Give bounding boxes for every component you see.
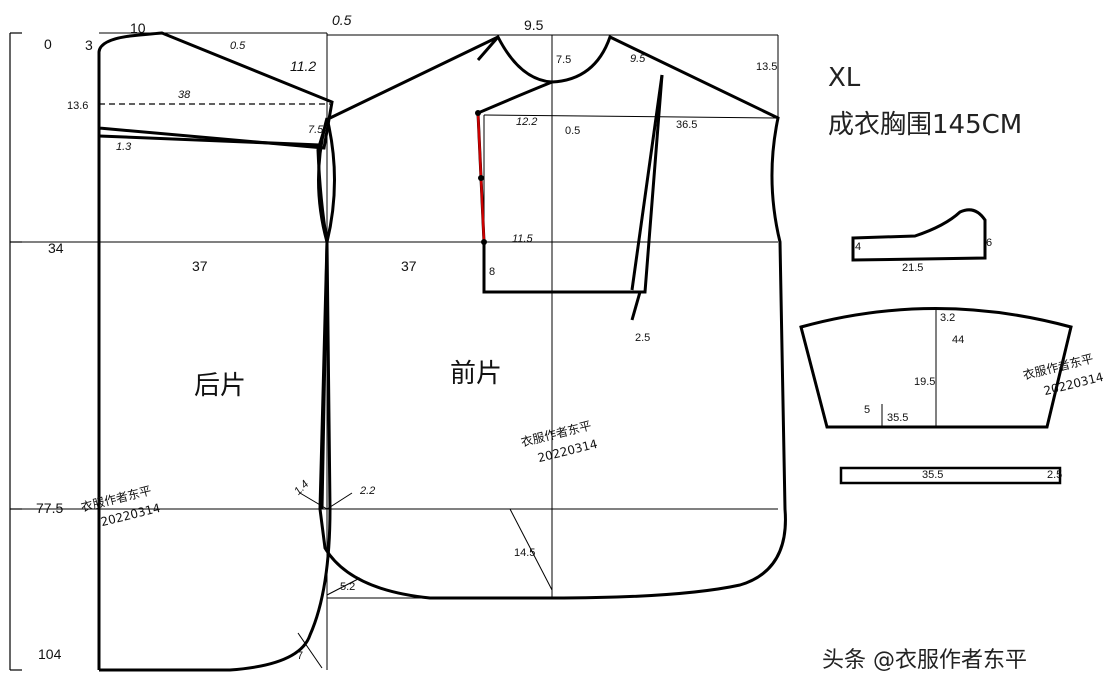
construction-lines xyxy=(22,32,779,670)
ruler-label-34: 34 xyxy=(48,240,64,256)
dim-hem-5-2: 5.2 xyxy=(340,581,356,593)
front-neckline xyxy=(477,80,553,115)
dim-top-10: 10 xyxy=(130,20,146,36)
dim-back-1-3: 1.3 xyxy=(116,141,132,153)
collar-h1: 4 xyxy=(855,241,862,253)
sleeve-piece xyxy=(799,307,1073,429)
front-piece-label: 前片 xyxy=(450,359,503,389)
front-neck-line xyxy=(476,36,500,61)
dim-back-13-6: 13.6 xyxy=(67,100,89,112)
sleeve-top: 3.2 xyxy=(940,312,956,324)
dim-width-front: 37 xyxy=(401,258,417,274)
dim-top-0-5: 0.5 xyxy=(332,12,352,28)
collar-length: 21.5 xyxy=(902,262,924,274)
collar-piece xyxy=(851,208,987,262)
sleeve-height: 19.5 xyxy=(914,376,936,388)
dim-front-8: 8 xyxy=(489,266,496,278)
construction-points xyxy=(475,110,487,245)
back-yoke-line xyxy=(98,134,321,147)
dim-front-12-2: 12.2 xyxy=(516,116,538,128)
footer-credit: 头条 @衣服作者东平 xyxy=(822,648,1027,673)
back-piece-label: 后片 xyxy=(194,371,247,401)
ruler-label-0: 0 xyxy=(44,36,52,52)
dim-hem-7: 7 xyxy=(297,650,304,662)
dim-back-7-5: 7.5 xyxy=(308,124,324,136)
ruler-label-77-5: 77.5 xyxy=(36,500,64,516)
front-piece-outline xyxy=(318,34,787,600)
dim-hem-14-5: 14.5 xyxy=(514,547,536,559)
sleeve-cuff-h: 5 xyxy=(864,404,871,416)
dim-front-7-5: 7.5 xyxy=(556,54,572,66)
collar-h2: 6 xyxy=(986,237,993,249)
band-width: 2.5 xyxy=(1047,469,1063,481)
dim-back-0-5: 0.5 xyxy=(230,40,246,52)
back-piece-outline xyxy=(97,31,334,670)
dim-front-11-5: 11.5 xyxy=(512,233,533,245)
band-length: 35.5 xyxy=(922,469,944,481)
size-label: XL xyxy=(828,63,861,93)
dim-slit-2-2: 2.2 xyxy=(360,485,376,497)
dim-width-back: 37 xyxy=(192,258,208,274)
dim-top-9-5: 9.5 xyxy=(524,17,544,33)
dim-front-36-5: 36.5 xyxy=(676,119,698,131)
band-piece xyxy=(839,466,1062,485)
dim-back-3: 3 xyxy=(85,37,93,53)
sleeve-cuff-w: 35.5 xyxy=(887,412,909,424)
dim-back-11-2: 11.2 xyxy=(290,58,317,74)
front-pocket-inner xyxy=(630,74,664,291)
dim-front-9-5: 9.5 xyxy=(630,53,646,65)
dim-front-13-5: 13.5 xyxy=(756,61,778,73)
vertical-ruler xyxy=(9,32,22,671)
bust-label: 成衣胸围145CM xyxy=(828,110,1023,140)
sleeve-width: 44 xyxy=(952,334,965,346)
dim-front-0-5: 0.5 xyxy=(565,125,581,137)
back-hem-curve xyxy=(99,129,332,672)
dim-back-38: 38 xyxy=(178,89,191,101)
ruler-label-104: 104 xyxy=(38,646,62,662)
dim-front-2-5: 2.5 xyxy=(635,332,651,344)
